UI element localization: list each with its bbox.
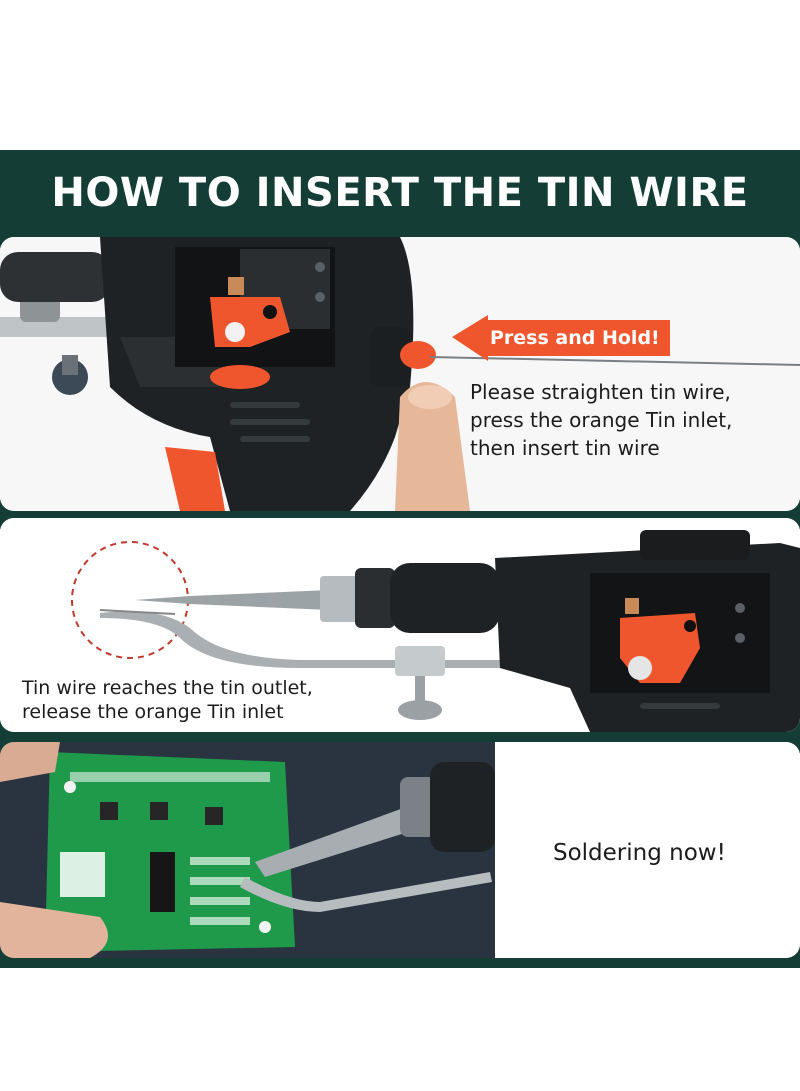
soldering-gun-icon <box>100 237 414 511</box>
step-2-caption: Tin wire reaches the tin outlet, release… <box>22 676 313 724</box>
step-1-caption: Please straighten tin wire, press the or… <box>470 378 732 462</box>
feed-tube-icon <box>240 872 492 912</box>
step-1-illustration <box>0 237 800 511</box>
step-2-panel <box>0 518 800 732</box>
solder-tip-icon <box>135 590 330 610</box>
orange-tin-inlet-icon <box>400 341 436 369</box>
step-2-illustration <box>0 518 800 732</box>
feed-tube-icon <box>100 611 520 668</box>
finger-icon <box>395 382 470 511</box>
step-1-caption-line: then insert tin wire <box>470 436 660 460</box>
thumb-screw-icon <box>52 359 88 395</box>
circuit-board-icon <box>45 752 295 952</box>
page-title: HOW TO INSERT THE TIN WIRE <box>51 170 749 216</box>
step-2-caption-line: Tin wire reaches the tin outlet, <box>22 677 313 699</box>
step-1-caption-line: Please straighten tin wire, <box>470 380 731 404</box>
step-3-illustration <box>0 742 800 958</box>
step-3-caption: Soldering now! <box>553 838 726 868</box>
step-2-caption-line: release the orange Tin inlet <box>22 701 284 723</box>
step-1-caption-line: press the orange Tin inlet, <box>470 408 733 432</box>
press-arrow-icon <box>452 315 670 361</box>
finger-icon <box>0 902 108 958</box>
trigger-icon <box>165 447 225 511</box>
tin-wire-icon <box>429 356 800 366</box>
step-3-panel <box>0 742 800 958</box>
thumb-screw-icon <box>398 700 442 720</box>
press-and-hold-badge: Press and Hold! <box>490 327 660 349</box>
step-3-caption-line: Soldering now! <box>553 840 726 866</box>
step-1-panel <box>0 237 800 511</box>
solder-tip-icon <box>255 802 440 877</box>
